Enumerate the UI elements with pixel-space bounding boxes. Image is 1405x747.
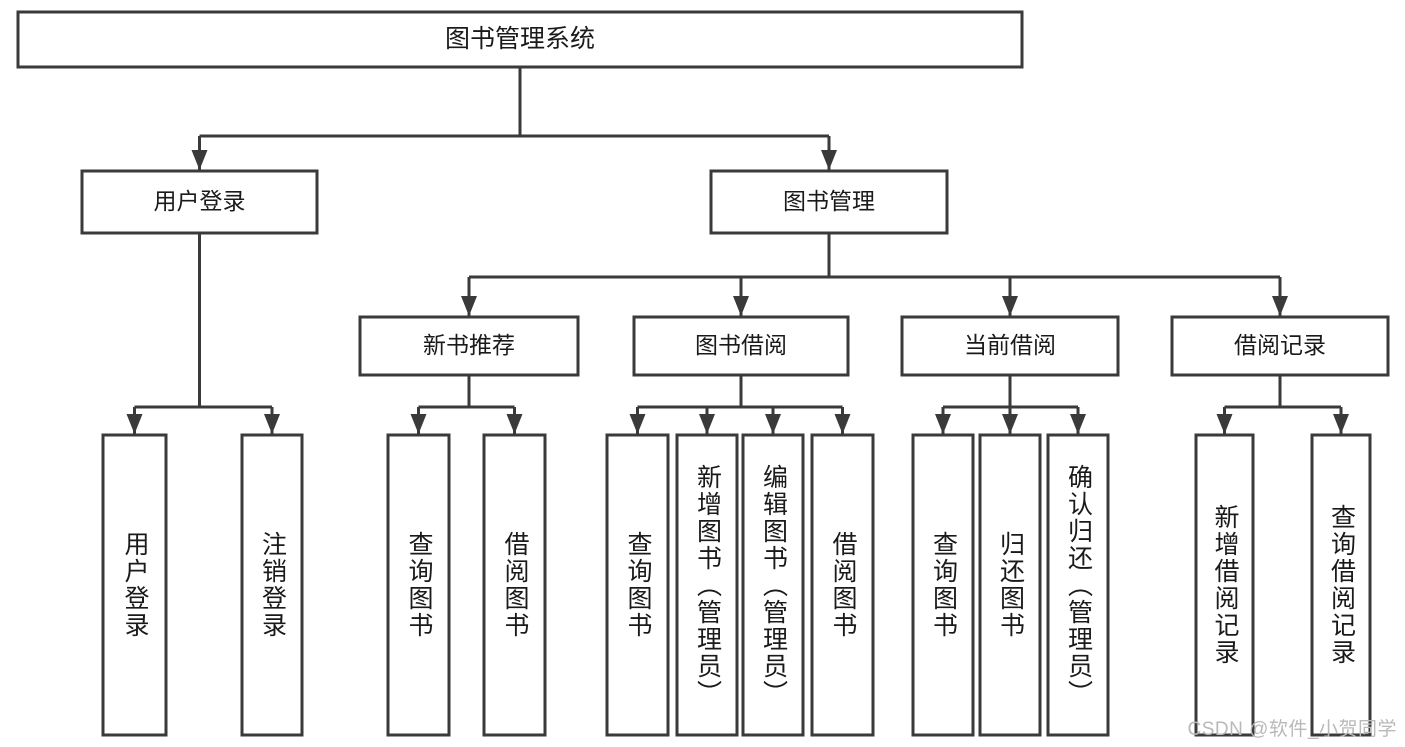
arrow-to-leaf-1 (264, 414, 280, 434)
arrow-to-leaf-11 (1216, 414, 1233, 434)
level2-node-1-label: 图书管理 (783, 188, 875, 214)
level2-node-0-label: 用户登录 (154, 188, 246, 214)
arrow-level2-to-level3-0 (461, 296, 477, 316)
arrow-to-leaf-4 (629, 414, 646, 434)
arrow-root-to-level2-1 (821, 150, 837, 170)
arrow-level2-to-level3-1 (733, 296, 749, 316)
level3-node-1-label: 图书借阅 (695, 332, 787, 358)
arrow-to-leaf-10 (1070, 414, 1086, 434)
arrow-level2-to-level3-3 (1272, 296, 1288, 316)
arrow-to-leaf-7 (834, 414, 851, 434)
leaf-node-0-box[interactable] (101, 433, 168, 737)
leaf-node-9-box[interactable] (978, 433, 1042, 737)
root-node-box[interactable] (16, 10, 1024, 69)
arrow-to-leaf-2 (410, 414, 427, 434)
leaf-node-11-box[interactable] (1194, 433, 1255, 737)
leaf-node-7-box[interactable] (810, 433, 875, 737)
arrow-root-to-level2-0 (191, 150, 208, 170)
leaf-node-1-box[interactable] (240, 433, 304, 737)
arrow-to-leaf-8 (935, 414, 951, 434)
arrow-to-leaf-12 (1333, 414, 1349, 434)
level3-node-0-label: 新书推荐 (423, 332, 515, 358)
arrow-level2-to-level3-2 (1002, 296, 1018, 316)
leaf-node-4-box[interactable] (605, 433, 670, 737)
csdn-watermark: CSDN @软件_小贺同学 (1187, 719, 1397, 740)
leaf-node-2-box[interactable] (386, 433, 451, 737)
arrow-to-leaf-3 (506, 414, 523, 434)
leaf-node-10-box[interactable] (1046, 433, 1110, 737)
leaf-node-3-box[interactable] (482, 433, 547, 737)
leaf-node-5-box[interactable] (675, 433, 739, 737)
arrow-to-leaf-0 (126, 414, 143, 434)
arrow-to-leaf-9 (1002, 414, 1018, 434)
level3-node-1-box[interactable] (632, 315, 850, 377)
arrow-to-leaf-6 (765, 414, 781, 434)
level3-node-3-label: 借阅记录 (1234, 332, 1326, 358)
level3-node-0-box[interactable] (358, 315, 580, 377)
level3-node-2-label: 当前借阅 (964, 332, 1056, 358)
leaf-node-8-box[interactable] (911, 433, 975, 737)
arrow-to-leaf-5 (699, 414, 715, 434)
level2-node-1-box[interactable] (709, 169, 949, 235)
connector-layer (126, 67, 1349, 434)
leaf-node-6-box[interactable] (741, 433, 805, 737)
root-node-label: 图书管理系统 (445, 25, 595, 53)
level3-node-3-box[interactable] (1170, 315, 1390, 377)
box-layer (16, 10, 1390, 737)
leaf-node-12-box[interactable] (1310, 433, 1372, 737)
level2-node-0-box[interactable] (80, 169, 319, 235)
level3-node-2-box[interactable] (900, 315, 1120, 377)
